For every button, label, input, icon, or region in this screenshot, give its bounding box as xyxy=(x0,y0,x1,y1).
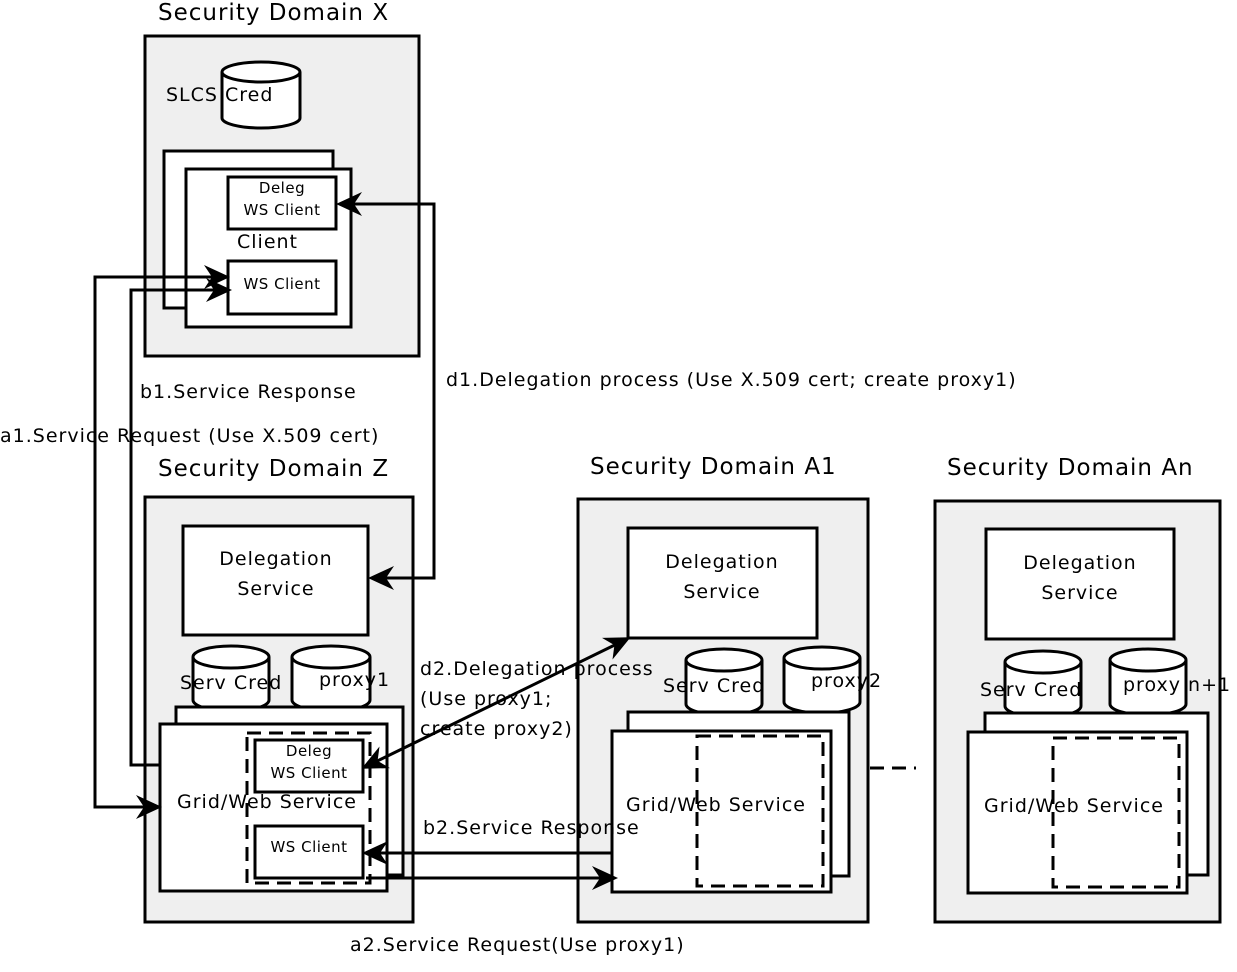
delegation-service-a1 xyxy=(626,526,819,640)
proxy-n-plus-1-database xyxy=(1108,647,1188,717)
d1-label: d1.Delegation process (Use X.509 cert; c… xyxy=(446,369,1017,391)
deleg-ws-client-x-label-2: WS Client xyxy=(243,201,320,219)
grid-service-a1-box xyxy=(610,729,833,894)
d2-label-line1: d2.Delegation process xyxy=(420,658,654,680)
ws-client-z xyxy=(253,824,365,880)
domain-a1-title: Security Domain A1 xyxy=(590,454,837,480)
grid-service-an-label: Grid/Web Service xyxy=(984,795,1164,817)
d2-label-line2: (Use proxy1; xyxy=(420,688,552,710)
delegation-service-a1-label-1: Delegation xyxy=(665,551,778,573)
delegation-service-an xyxy=(984,527,1176,641)
ws-client-z-label: WS Client xyxy=(270,838,347,856)
deleg-ws-client-z-label-1: Deleg xyxy=(286,742,332,760)
d1-delegation-arrow xyxy=(336,192,436,590)
b2-label: b2.Service Response xyxy=(423,817,640,839)
serv-cred-an-database xyxy=(1003,649,1083,719)
slcs-cred-label: SLCS Cred xyxy=(166,84,273,106)
grid-service-z-label: Grid/Web Service xyxy=(177,791,357,813)
delegation-service-z-label-1: Delegation xyxy=(219,548,332,570)
deleg-ws-client-z-label-2: WS Client xyxy=(270,764,347,782)
grid-service-a1-dashed xyxy=(695,734,825,888)
serv-cred-a1-label: Serv Cred xyxy=(663,675,765,697)
domain-an-title: Security Domain An xyxy=(947,455,1194,481)
security-domain-a1: Security Domain A1 Delegation Service Se… xyxy=(576,454,882,924)
grid-service-an-box xyxy=(966,730,1189,895)
d2-label-line3: create proxy2) xyxy=(420,718,573,740)
client-label: Client xyxy=(237,231,298,253)
b1-label: b1.Service Response xyxy=(140,381,357,403)
deleg-ws-client-x-label-1: Deleg xyxy=(259,179,305,197)
slcs-cred-database: SLCS Cred xyxy=(166,60,302,130)
deleg-ws-client-z xyxy=(253,738,365,794)
a2-label: a2.Service Request(Use proxy1) xyxy=(350,934,685,956)
security-domain-x: Security Domain X SLCS Cred Deleg WS Cli… xyxy=(143,0,421,358)
domain-z-title: Security Domain Z xyxy=(158,456,389,482)
delegation-service-z-label-2: Service xyxy=(237,578,314,600)
grid-service-z-dashed xyxy=(245,731,372,885)
grid-service-a1-label: Grid/Web Service xyxy=(626,794,806,816)
security-domain-an: Security Domain An Delegation Service Se… xyxy=(933,455,1231,924)
a1-label: a1.Service Request (Use X.509 cert) xyxy=(0,425,379,447)
proxy-n-plus-1-label: proxy n+1 xyxy=(1123,674,1231,696)
delegation-service-an-label-2: Service xyxy=(1041,582,1118,604)
delegation-service-an-label-1: Delegation xyxy=(1023,552,1136,574)
serv-cred-z-label: Serv Cred xyxy=(180,672,282,694)
delegation-service-a1-label-2: Service xyxy=(683,581,760,603)
grid-service-an-dashed xyxy=(1051,736,1181,889)
proxy1-label: proxy1 xyxy=(319,669,390,691)
domain-x-title: Security Domain X xyxy=(158,0,389,26)
ws-client-x-label: WS Client xyxy=(243,275,320,293)
b1-response-arrow xyxy=(129,278,232,767)
d2-delegation-arrow xyxy=(361,637,631,769)
proxy2-label: proxy2 xyxy=(811,670,882,692)
serv-cred-an-label: Serv Cred xyxy=(980,679,1082,701)
